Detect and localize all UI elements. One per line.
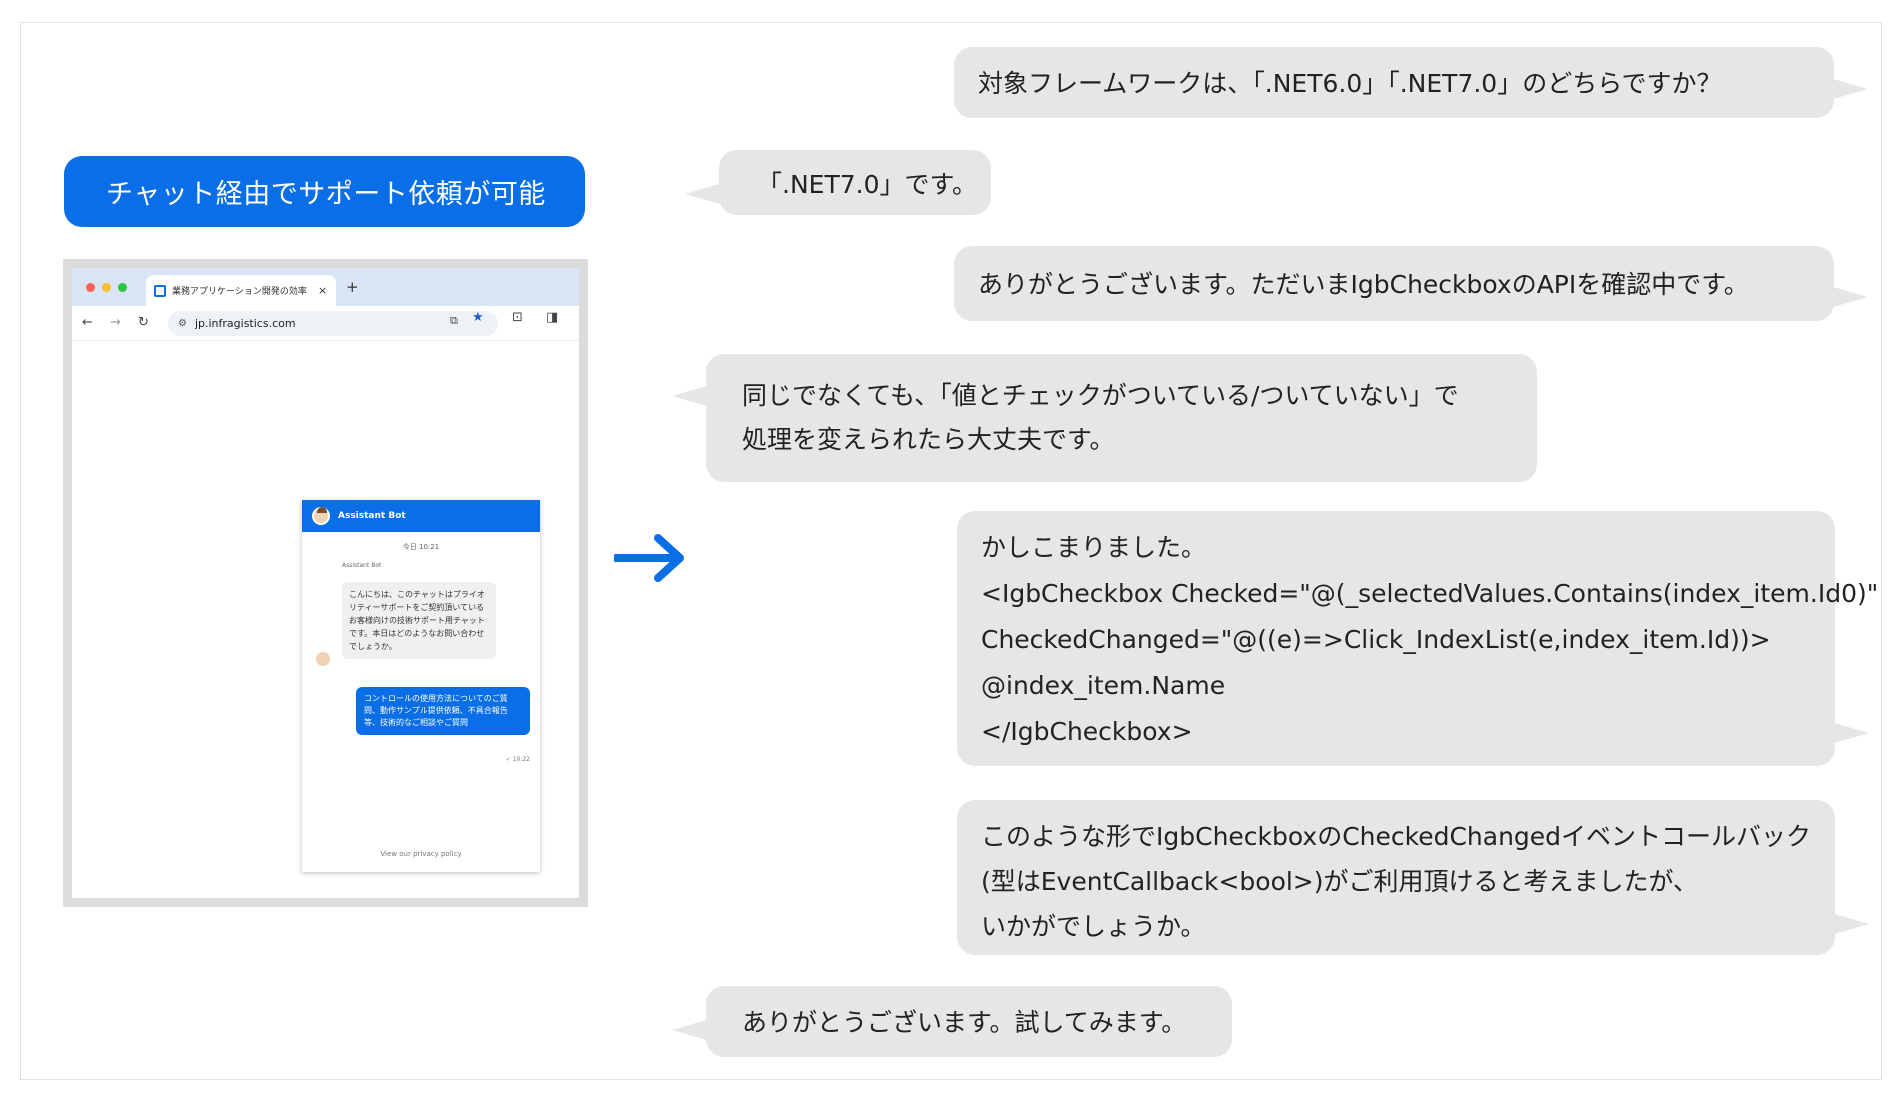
feature-badge: チャット経由でサポート依頼が可能 <box>64 156 585 227</box>
bubble-tail <box>672 385 710 407</box>
message-line: 処理を変えられたら大丈夫です。 <box>742 425 1115 454</box>
bubble-tail <box>1830 78 1868 100</box>
right-arrow-icon <box>614 534 684 582</box>
message-bubble-2: 「.NET7.0」です。 <box>685 150 991 215</box>
message-bubble-7: ありがとうございます。試してみます。 <box>672 986 1232 1057</box>
message-line: 同じでなくても、「値とチェックがついている/ついていない」で <box>742 381 1459 410</box>
chat-header: Assistant Bot <box>302 500 540 532</box>
tab-title: 業務アプリケーション開発の効率 <box>172 287 307 297</box>
user-message: コントロールの使用方法についてのご質問、動作サンプル提供依頼、不具合報告等、技術… <box>356 687 530 735</box>
read-receipt: ✓ 10:22 <box>505 756 530 763</box>
message-bubble-6: このような形でIgbCheckboxのCheckedChangedイベントコール… <box>957 800 1869 955</box>
privacy-policy-link[interactable]: View our privacy policy <box>380 850 462 858</box>
site-logo-icon <box>154 284 166 297</box>
browser-window: 業務アプリケーション開発の効率 × + ← → ↻ ⚙ jp.infragist… <box>72 268 579 898</box>
bot-avatar-small-icon <box>316 652 330 666</box>
message-line: <IgbCheckbox Checked="@(_selectedValues.… <box>981 579 1879 608</box>
message-line: </IgbCheckbox> <box>981 717 1193 746</box>
message-bubble-5: かしこまりました。 <IgbCheckbox Checked="@(_selec… <box>957 511 1879 766</box>
browser-screenshot: 業務アプリケーション開発の効率 × + ← → ↻ ⚙ jp.infragist… <box>63 259 588 907</box>
forward-icon[interactable]: → <box>110 315 121 330</box>
message-bubble-1: 対象フレームワークは、「.NET6.0」「.NET7.0」のどちらですか？ <box>954 47 1868 118</box>
bubble-tail <box>1831 722 1869 744</box>
new-tab-icon[interactable]: + <box>346 278 359 296</box>
message-line: 「.NET7.0」です。 <box>757 170 977 199</box>
bubble-tail <box>672 1019 710 1041</box>
bot-message: こんにちは、このチャットはプライオリティーサポートをご契約頂いているお客様向けの… <box>342 582 496 659</box>
chat-sender-name: Assistant Bot <box>342 562 382 569</box>
message-bubble-3: ありがとうございます。ただいまIgbCheckboxのAPIを確認中です。 <box>954 246 1868 321</box>
browser-tab[interactable]: 業務アプリケーション開発の効率 × <box>146 275 336 306</box>
address-url: jp.infragistics.com <box>194 317 296 330</box>
bubble-tail <box>1830 286 1868 308</box>
bot-avatar-icon <box>312 507 330 525</box>
chat-timestamp: 今日 10:21 <box>402 543 440 551</box>
site-settings-icon[interactable]: ⚙ <box>178 318 187 329</box>
close-window-dot[interactable] <box>86 283 95 292</box>
message-line: (型はEventCallback<bool>)がご利用頂けると考えましたが、 <box>981 867 1699 896</box>
bubble-tail <box>1831 913 1869 935</box>
message-line: CheckedChanged="@((e)=>Click_IndexList(e… <box>981 625 1771 654</box>
back-icon[interactable]: ← <box>82 315 93 330</box>
message-line: @index_item.Name <box>981 671 1226 700</box>
install-icon[interactable]: ⧉ <box>450 314 458 327</box>
minimize-window-dot[interactable] <box>102 283 111 292</box>
bubble-tail <box>685 183 723 205</box>
message-line: かしこまりました。 <box>981 533 1207 562</box>
reload-icon[interactable]: ↻ <box>138 315 149 330</box>
message-line: いかがでしょうか。 <box>981 912 1206 941</box>
message-bubble-4: 同じでなくても、「値とチェックがついている/ついていない」で 処理を変えられたら… <box>672 354 1537 482</box>
browser-tab-bar: 業務アプリケーション開発の効率 × + <box>72 268 579 306</box>
feature-badge-label: チャット経由でサポート依頼が可能 <box>106 179 546 210</box>
message-line: ありがとうございます。ただいまIgbCheckboxのAPIを確認中です。 <box>978 270 1749 299</box>
chat-title: Assistant Bot <box>338 511 406 521</box>
browser-toolbar: ← → ↻ ⚙ jp.infragistics.com ⧉ ★ ⊡ ◨ <box>72 306 579 341</box>
chat-widget: Assistant Bot 今日 10:21 Assistant Bot こんに… <box>302 500 540 872</box>
address-bar[interactable]: ⚙ jp.infragistics.com <box>168 311 498 336</box>
bookmark-star-icon[interactable]: ★ <box>472 310 484 325</box>
extensions-icon[interactable]: ⊡ <box>512 310 523 325</box>
tab-close-icon[interactable]: × <box>318 284 328 297</box>
message-line: このような形でIgbCheckboxのCheckedChangedイベントコール… <box>981 822 1812 851</box>
maximize-window-dot[interactable] <box>118 283 127 292</box>
message-line: ありがとうございます。試してみます。 <box>742 1008 1187 1037</box>
message-line: 対象フレームワークは、「.NET6.0」「.NET7.0」のどちらですか？ <box>978 69 1722 98</box>
side-panel-icon[interactable]: ◨ <box>546 310 559 325</box>
